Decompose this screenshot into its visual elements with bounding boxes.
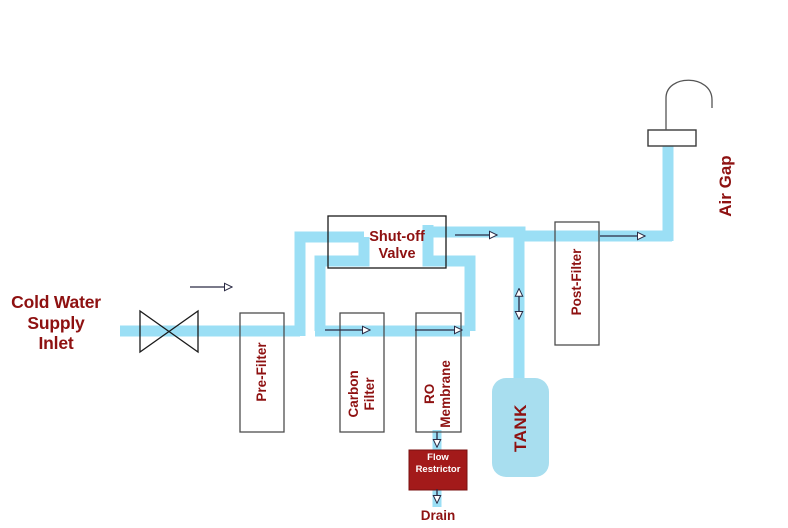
shut-off-valve-body <box>327 215 447 269</box>
post-filter-label: Post-Filter <box>569 248 585 316</box>
ro-membrane-label: RO Membrane <box>422 360 453 428</box>
tank-label: TANK <box>510 404 530 453</box>
flow-restrictor-label: Flow Restrictor <box>415 452 461 475</box>
flow-arrows <box>190 235 645 503</box>
ro-membrane-body <box>415 312 462 433</box>
drain-label: Drain <box>420 508 456 523</box>
pipe-shutoff-left-return <box>314 237 370 331</box>
flow-restrictor-body <box>408 449 468 491</box>
air-gap-plate <box>647 129 697 147</box>
shut-off-valve-label: Shut-off Valve <box>369 229 425 263</box>
pipe-network <box>120 146 674 507</box>
pipe-riser-to-shutoff <box>294 231 364 336</box>
air-gap-label: Air Gap <box>715 155 735 217</box>
faucet-icon <box>665 79 713 130</box>
tank-body <box>492 378 549 477</box>
cold-water-supply-inlet-label: Cold Water Supply Inlet <box>11 292 101 354</box>
carbon-filter-body <box>339 312 385 433</box>
pipe-ro-to-shutoff <box>422 225 476 331</box>
pre-filter-label: Pre-Filter <box>254 342 270 402</box>
carbon-filter-label: Carbon Filter <box>346 370 377 418</box>
post-filter-body <box>554 221 600 346</box>
pre-filter-body <box>239 312 285 433</box>
gate-valve-icon <box>139 309 199 354</box>
